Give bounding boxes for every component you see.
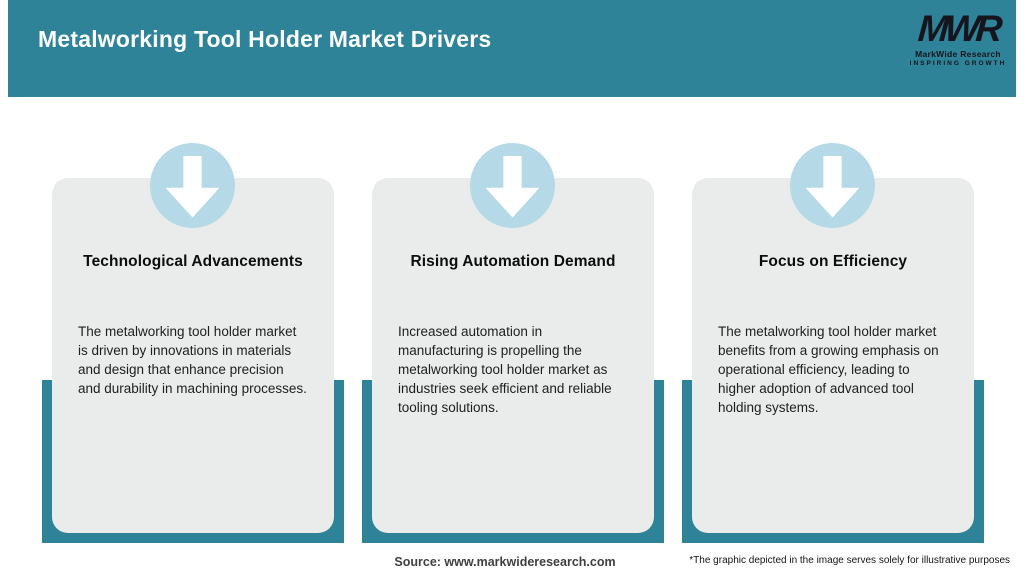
card-description: Increased automation in manufacturing is… [398, 324, 612, 415]
disclaimer-text: *The graphic depicted in the image serve… [689, 555, 1010, 566]
down-arrow-icon [485, 155, 540, 218]
driver-card-focus-on-efficiency: Focus on Efficiency The metalworking too… [692, 178, 974, 533]
logo-acronym: MWR [916, 8, 1000, 49]
card-title: Focus on Efficiency [758, 253, 908, 270]
icon-circle [150, 143, 235, 228]
down-arrow-icon [165, 155, 220, 218]
driver-card-rising-automation-demand: Rising Automation Demand Increased autom… [372, 178, 654, 533]
logo-company-name: MarkWide Research [915, 48, 1001, 59]
down-arrow-icon [805, 155, 860, 218]
driver-card-technological-advancements: Technological Advancements The metalwork… [52, 178, 334, 533]
card-title: Technological Advancements [83, 253, 303, 270]
card-description: The metalworking tool holder market bene… [718, 324, 939, 415]
icon-circle [790, 143, 875, 228]
card-title: Rising Automation Demand [410, 253, 616, 270]
page-title: Metalworking Tool Holder Market Drivers [38, 26, 492, 52]
icon-circle [470, 143, 555, 228]
header-bar: Metalworking Tool Holder Market Drivers … [8, 0, 1016, 97]
source-text: Source: www.markwideresearch.com [394, 555, 616, 569]
markwide-research-logo: MWR MarkWide Research INSPIRING GROWTH [908, 8, 1008, 67]
card-description: The metalworking tool holder market is d… [78, 324, 307, 396]
logo-tagline: INSPIRING GROWTH [909, 59, 1007, 67]
